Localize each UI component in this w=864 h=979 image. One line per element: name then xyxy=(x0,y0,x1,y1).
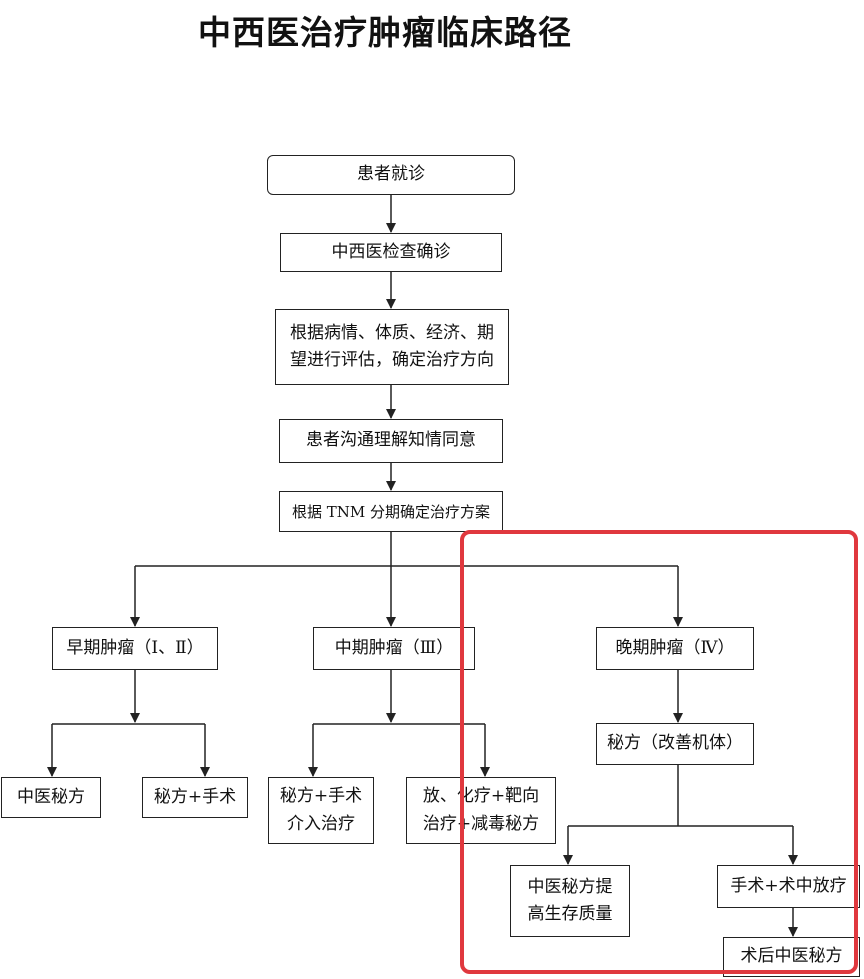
node-early-tumor: 早期肿瘤（Ⅰ、Ⅱ） xyxy=(52,627,218,670)
node-diagnosis: 中西医检查确诊 xyxy=(280,233,502,272)
node-consent: 患者沟通理解知情同意 xyxy=(279,419,503,463)
node-middle-surgery: 秘方+手术 介入治疗 xyxy=(268,777,374,844)
node-tnm-plan: 根据 TNM 分期确定治疗方案 xyxy=(279,491,503,532)
node-late-surgery: 手术+术中放疗 xyxy=(717,865,860,908)
node-patient-visit: 患者就诊 xyxy=(267,155,515,195)
node-late-formula: 秘方（改善机体） xyxy=(596,723,754,765)
node-middle-radio: 放、化疗+靶向 治疗+减毒秘方 xyxy=(406,777,556,844)
node-middle-tumor: 中期肿瘤（Ⅲ） xyxy=(313,627,475,670)
node-early-tcm: 中医秘方 xyxy=(1,777,101,818)
node-late-post-op: 术后中医秘方 xyxy=(723,937,860,977)
node-early-surgery: 秘方+手术 xyxy=(142,777,248,818)
node-evaluate: 根据病情、体质、经济、期 望进行评估，确定治疗方向 xyxy=(275,309,509,385)
node-late-quality: 中医秘方提 高生存质量 xyxy=(510,865,630,937)
node-late-tumor: 晚期肿瘤（Ⅳ） xyxy=(596,627,754,670)
page-title: 中西医治疗肿瘤临床路径 xyxy=(198,13,572,52)
